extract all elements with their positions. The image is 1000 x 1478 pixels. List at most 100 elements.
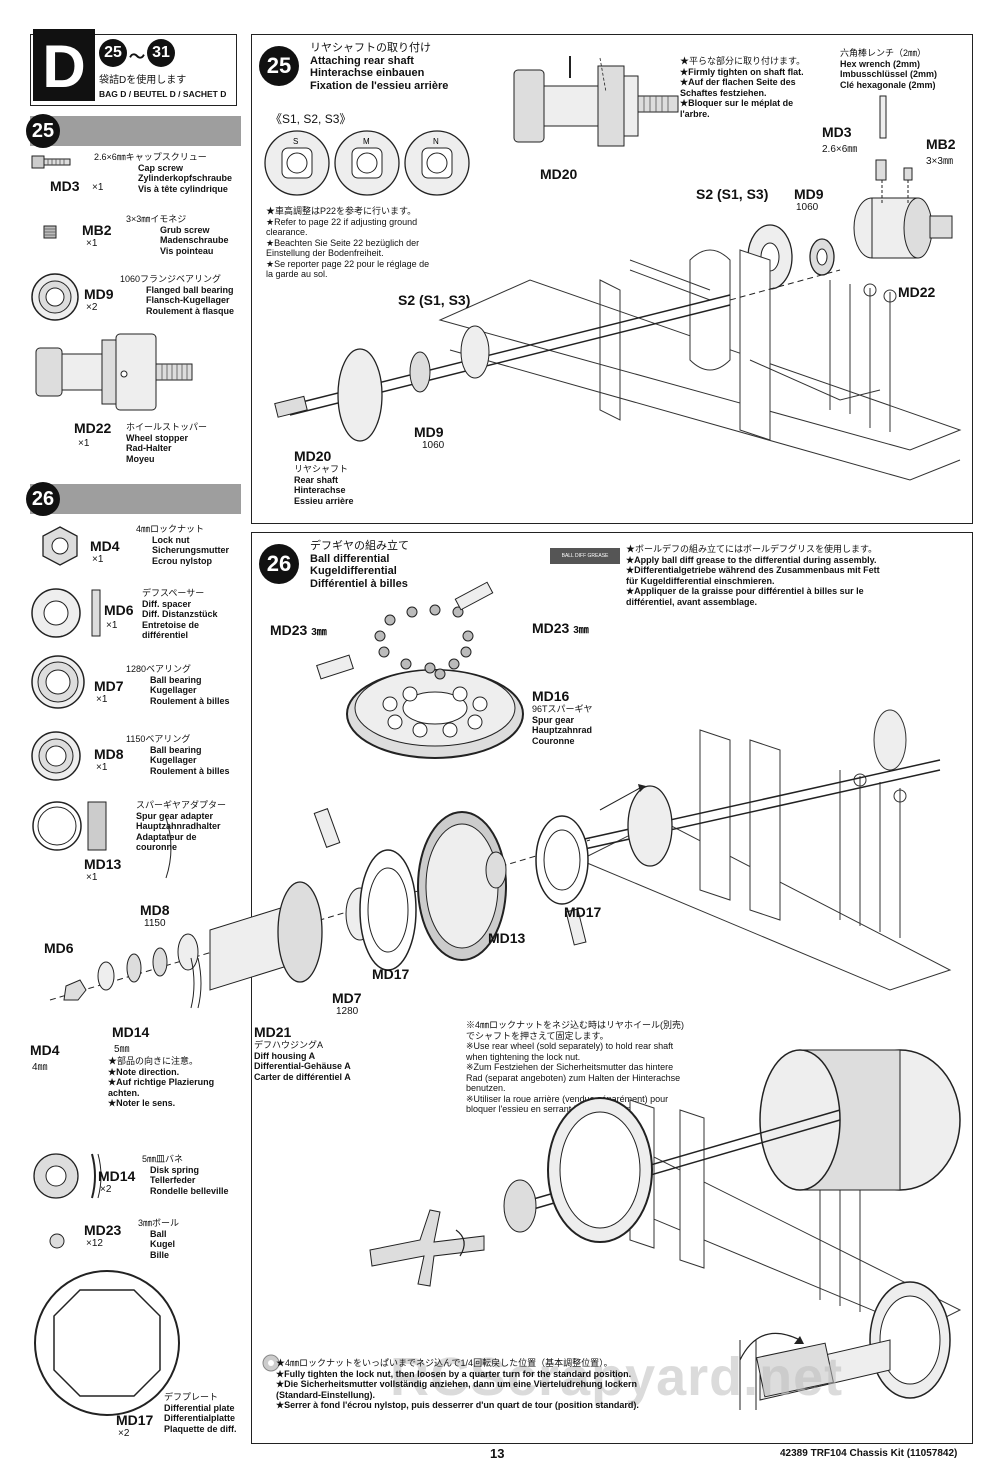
md14-label: MD14 [112, 1024, 150, 1040]
part-desc-md13: スパーギヤアダプター Spur gear adapter Hauptzahnra… [136, 800, 227, 852]
disk-spring-icon [33, 1153, 102, 1199]
watermark: RCScrapyard.net [390, 1347, 844, 1407]
part-qty-md4: ×1 [92, 554, 104, 565]
md3-label: MD3 [822, 124, 852, 140]
md8-size: 1150 [144, 918, 166, 929]
grease-tube-small-icon [316, 654, 354, 680]
part-desc-md9: 1060フランジベアリング Flanged ball bearing Flans… [120, 274, 235, 316]
page-number: 13 [490, 1446, 505, 1461]
part-code-md17: MD17 [116, 1412, 154, 1428]
part-qty-md3: ×1 [92, 182, 104, 193]
md3-size: 2.6×6㎜ [822, 144, 858, 155]
part-code-md8: MD8 [94, 746, 124, 762]
part-qty-md22: ×1 [78, 438, 90, 449]
mb2-size: 3×3㎜ [926, 156, 953, 167]
part-desc-md7: 1280ベアリング Ball bearing Kugellager Roulem… [126, 664, 230, 706]
part-desc-md23: 3㎜ボール Ball Kugel Bille [138, 1218, 180, 1260]
grub-screw-icon [43, 225, 57, 239]
part-desc-md22: ホイールストッパー Wheel stopper Rad-Halter Moyeu [126, 422, 208, 464]
md23-right-label: MD23 3㎜ [532, 620, 589, 636]
ball-bearing-1280-icon [31, 655, 85, 709]
exploded-differential-drawing [49, 808, 591, 1009]
md21-label: MD21 [254, 1024, 292, 1040]
part-qty-md17: ×2 [118, 1428, 130, 1439]
part-code-md4: MD4 [90, 538, 120, 554]
md17-center-label: MD17 [372, 966, 410, 982]
sidebar-step25-bar [30, 116, 241, 146]
part-desc-md17: デフプレート Differential plate Differentialpl… [164, 1392, 237, 1434]
md20-top-label: MD20 [540, 166, 578, 182]
part-code-md6: MD6 [104, 602, 134, 618]
part-code-md9: MD9 [84, 286, 114, 302]
shim-letter-s: S [293, 137, 298, 146]
ball-bearing-1150-icon [31, 731, 81, 781]
bag-letter: D [33, 29, 95, 101]
hex-wrench-icon [879, 95, 887, 139]
part-qty-mb2: ×1 [86, 238, 98, 249]
part-code-md14: MD14 [98, 1168, 136, 1184]
direction-note: ★部品の向きに注意。★Note direction.★Auf richtige … [108, 1056, 215, 1108]
md20-shaft-inset [513, 56, 679, 147]
mb2-label: MB2 [926, 136, 956, 152]
step25-title: リヤシャフトの取り付け Attaching rear shaft Hintera… [310, 42, 449, 92]
md6-label: MD6 [44, 940, 74, 956]
part-code-md22: MD22 [74, 420, 112, 436]
sidebar-step26-bar [30, 484, 241, 514]
step26-chassis-drawing [578, 709, 952, 991]
md4-label: MD4 [30, 1042, 60, 1058]
shim-letter-m: M [363, 137, 370, 146]
ground-clearance-note: ★車高調整はP22を参考に行います。★Refer to page 22 if a… [266, 206, 430, 279]
flanged-bearing-icon [31, 273, 79, 321]
md8-label: MD8 [140, 902, 170, 918]
part-qty-md9: ×2 [86, 302, 98, 313]
part-desc-md6: デフスペーサー Diff. spacer Diff. Distanzstück … [142, 588, 218, 640]
part-qty-md23: ×12 [86, 1238, 103, 1249]
md20-label: MD20 [294, 448, 332, 464]
part-code-mb2: MB2 [82, 222, 112, 238]
step25-badge: 25 [259, 46, 299, 86]
shaft-flat-note: ★平らな部分に取り付けます。★Firmly tighten on shaft f… [680, 56, 806, 119]
part-code-md13: MD13 [84, 856, 122, 872]
step-range-to: 31 [147, 39, 175, 67]
part-desc-md14: 5㎜皿バネ Disk spring Tellerfeder Rondelle b… [142, 1154, 229, 1196]
md13-label: MD13 [488, 930, 526, 946]
hex-wrench-note: 六角棒レンチ（2㎜）Hex wrench (2mm)Imbusschlüssel… [840, 48, 938, 90]
s2-right-label: S2 (S1, S3) [696, 186, 769, 202]
bag-label: BAG D / BEUTEL D / SACHET D [99, 89, 227, 99]
part-code-md7: MD7 [94, 678, 124, 694]
md22-assembly [853, 159, 953, 259]
part-desc-md3: 2.6×6㎜キャップスクリュー Cap screw Zylinderkopfsc… [94, 152, 233, 194]
grease-tube-icon: BALL DIFF GREASE [550, 548, 620, 564]
sidebar-step26-badge: 26 [26, 482, 60, 516]
kit-code: 42389 TRF104 Chassis Kit (11057842) [780, 1448, 958, 1459]
ball-icon [49, 1233, 65, 1249]
step25-chassis-drawing [274, 249, 962, 481]
md23-left-label: MD23 3㎜ [270, 622, 327, 638]
md4-size: 4㎜ [32, 1062, 48, 1073]
s2-left-label: S2 (S1, S3) [398, 292, 471, 308]
part-qty-md7: ×1 [96, 694, 108, 705]
md9-left-size: 1060 [422, 440, 445, 451]
part-qty-md8: ×1 [96, 762, 108, 773]
sidebar-step25-badge: 25 [26, 114, 60, 148]
cap-screw-icon [31, 155, 71, 169]
diff-spacer-icon [31, 588, 101, 638]
md9-right-label: MD9 [794, 186, 824, 202]
md17-right-label: MD17 [564, 904, 602, 920]
md22-label: MD22 [898, 284, 936, 300]
md7-size: 1280 [336, 1006, 359, 1017]
md9-left-label: MD9 [414, 424, 444, 440]
locknut-closeup-drawing [739, 1281, 951, 1410]
sidebar-header-box: D 25 ～ 31 袋詰Dを使用します BAG D / BEUTEL D / S… [30, 29, 237, 106]
shim-letter-n: N [433, 137, 439, 146]
step26-title: デフギヤの組み立て Ball differential Kugeldiffere… [310, 540, 409, 590]
lock-nut-icon [42, 526, 78, 566]
step26-badge: 26 [259, 544, 299, 584]
locknut-note: ★4㎜ロックナットをいっぱいまでネジ込んで1/4回転戻した位置（基本調整位置）。… [276, 1358, 639, 1410]
grease-note: ★ボールデフの組み立てにはボールデフグリスを使用します。★Apply ball … [626, 544, 880, 607]
part-desc-mb2: 3×3㎜イモネジ Grub screw Madenschraube Vis po… [126, 214, 229, 256]
spur-gear-adapter-icon [32, 801, 107, 851]
